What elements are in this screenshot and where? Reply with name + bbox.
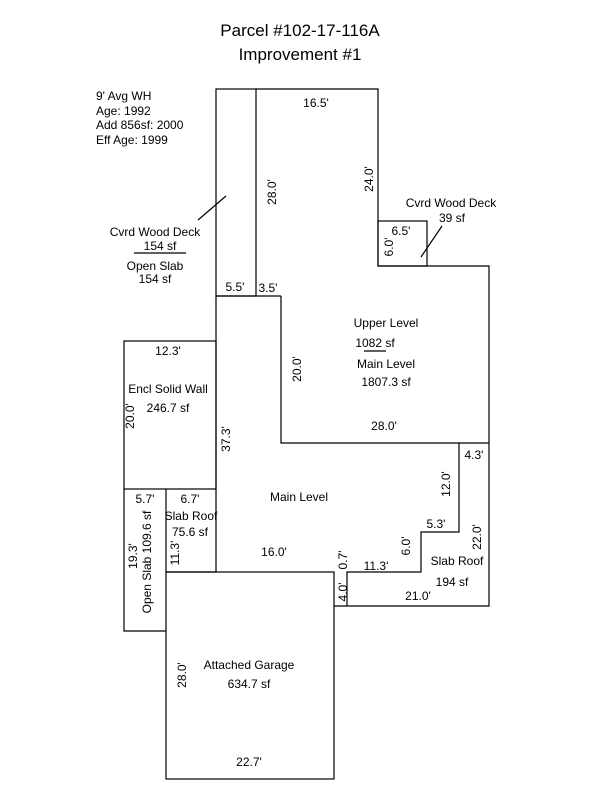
- dim-label: 20.0': [290, 356, 304, 382]
- open-slab-top-label: Open Slab: [127, 259, 184, 273]
- property-info: 9' Avg WH Age: 1992 Add 856sf: 2000 Eff …: [96, 89, 183, 147]
- dim-label: 6.7': [181, 492, 200, 506]
- slab-roof-left-label: Slab Roof: [165, 509, 218, 523]
- open-slab-left-label: Open Slab 109.6 sf: [140, 510, 154, 613]
- open-slab-left-outline: [123, 489, 166, 632]
- cvrd-deck-left-outline: [215, 88, 257, 297]
- dim-label: 11.3': [168, 541, 182, 566]
- dim-label: 19.3': [126, 543, 140, 569]
- slab-roof-right-outline: [334, 443, 490, 607]
- garage-area: 634.7 sf: [228, 677, 271, 691]
- cvrd-deck-right-outline: [377, 220, 428, 267]
- dim-label: 5.3': [427, 517, 446, 531]
- slab-roof-left-area: 75.6 sf: [172, 525, 209, 539]
- encl-solid-wall-outline: [123, 340, 217, 490]
- upper-level-label: Upper Level: [354, 316, 419, 330]
- dim-label: 6.5': [392, 224, 411, 238]
- dim-label: 6.0': [399, 537, 413, 556]
- encl-wall-label: Encl Solid Wall: [128, 382, 208, 396]
- upper-level-boundary: [280, 296, 489, 444]
- dim-label: 0.7': [336, 551, 350, 570]
- age: Age: 1992: [96, 103, 151, 118]
- slab-roof-right-label: Slab Roof: [431, 554, 484, 568]
- dim-label: 28.0': [371, 419, 397, 433]
- dim-label: 37.3': [219, 426, 233, 452]
- dim-label: 28.0': [265, 179, 279, 205]
- cvrd-deck-left-label: Cvrd Wood Deck: [110, 225, 201, 239]
- main-level-label-upper: Main Level: [357, 357, 415, 371]
- dim-label: 5.7': [136, 492, 155, 506]
- garage-label: Attached Garage: [204, 658, 295, 672]
- cvrd-deck-left-area: 154 sf: [144, 239, 177, 253]
- main-level-area: 1807.3 sf: [361, 375, 411, 389]
- dim-label: 16.5': [303, 96, 329, 110]
- garage-outline: [165, 571, 335, 780]
- upper-level-outline: [256, 88, 490, 443]
- improvement-title: Improvement #1: [238, 45, 362, 64]
- avg-wall-height: 9' Avg WH: [96, 89, 152, 103]
- dim-label: 22.7': [236, 755, 262, 769]
- dim-label: 28.0': [175, 662, 189, 688]
- dim-label: 24.0': [362, 166, 376, 192]
- dim-label: 6.0': [382, 238, 396, 257]
- dim-label: 4.0': [336, 583, 350, 602]
- dim-label: 16.0': [261, 545, 287, 559]
- dim-label: 3.5': [259, 281, 278, 295]
- slab-roof-right-area: 194 sf: [436, 575, 469, 589]
- cvrd-deck-right-label: Cvrd Wood Deck: [406, 196, 497, 210]
- open-slab-top-area: 154 sf: [139, 272, 172, 286]
- main-level-label: Main Level: [270, 490, 328, 504]
- addition: Add 856sf: 2000: [96, 118, 184, 132]
- cvrd-deck-right-area: 39 sf: [439, 211, 466, 225]
- dim-label: 4.3': [465, 448, 484, 462]
- dim-label: 11.3': [364, 559, 389, 573]
- dim-label: 12.0': [439, 471, 453, 497]
- dim-label: 22.0': [470, 524, 484, 550]
- dim-label: 20.0': [123, 403, 137, 429]
- upper-level-area: 1082 sf: [355, 336, 395, 350]
- main-level-step-outline: [346, 443, 460, 606]
- dim-label: 12.3': [155, 344, 181, 358]
- encl-wall-area: 246.7 sf: [147, 401, 190, 415]
- dim-label: 5.5': [226, 280, 245, 294]
- dim-label: 21.0': [405, 589, 431, 603]
- effective-age: Eff Age: 1999: [96, 132, 168, 147]
- parcel-title: Parcel #102-17-116A: [220, 21, 380, 40]
